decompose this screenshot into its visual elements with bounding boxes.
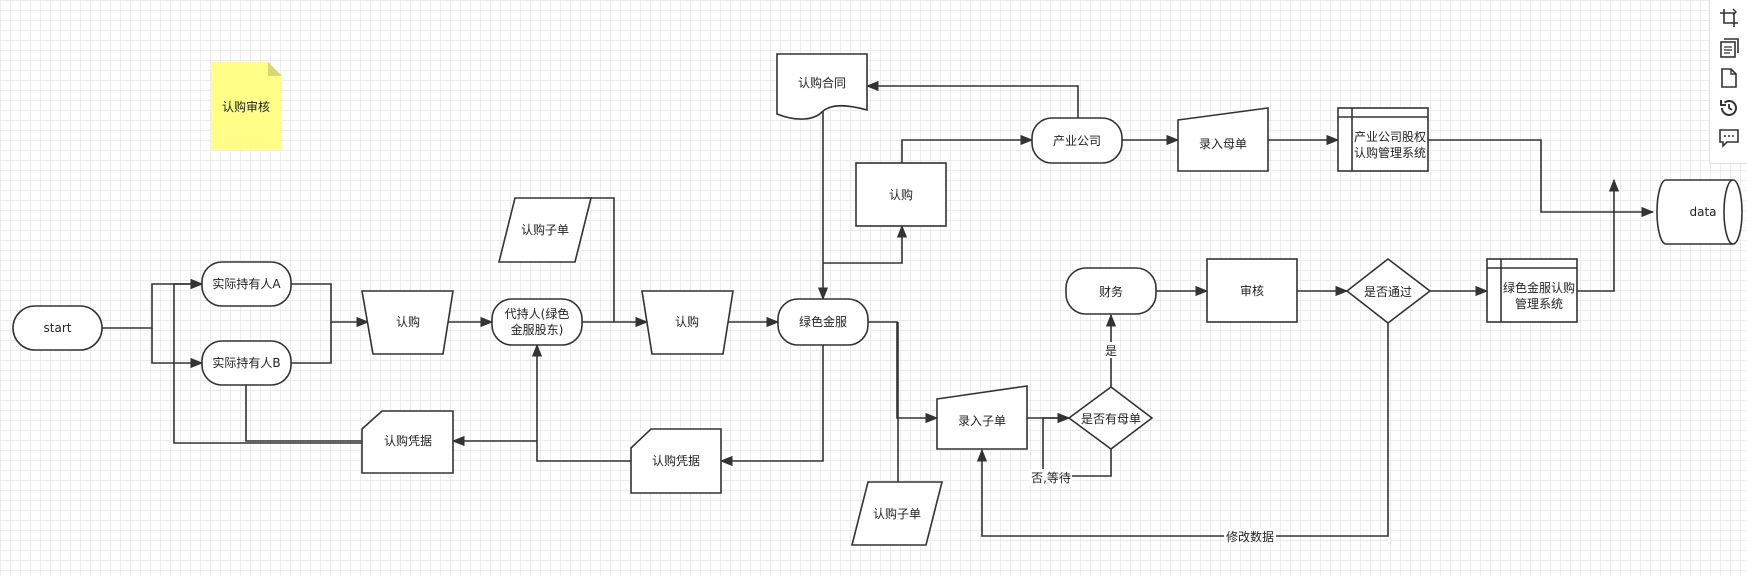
enter-sub-label: 录入子单: [958, 414, 1006, 428]
data-store-label: data: [1689, 205, 1716, 219]
node-contract[interactable]: 认购合同: [776, 53, 868, 120]
finance-label: 财务: [1099, 284, 1123, 299]
copy-pages-icon[interactable]: [1718, 37, 1740, 59]
right-toolbar: [1709, 0, 1747, 164]
review-label: 审核: [1240, 283, 1264, 298]
node-subscribe-3[interactable]: 认购: [855, 162, 947, 227]
contract-label: 认购合同: [798, 75, 846, 90]
edge-voucher-2-to-proxy[interactable]: [531, 343, 631, 462]
node-proxy-holder[interactable]: 代持人(绿色 金服股东): [491, 298, 583, 346]
sub-order-2-label: 认购子单: [873, 506, 921, 521]
node-subscribe-1[interactable]: 认购: [361, 290, 454, 355]
node-data-store[interactable]: data: [1656, 179, 1743, 245]
node-review[interactable]: 审核: [1206, 258, 1298, 323]
edge-label-yes: 是: [1105, 344, 1117, 358]
node-equity-system[interactable]: 产业公司股权 认购管理系统: [1337, 107, 1429, 172]
sticky-note-label: 认购审核: [222, 99, 270, 114]
voucher-1-label: 认购凭据: [384, 433, 432, 448]
edge-green-to-voucher-2[interactable]: [719, 344, 824, 467]
crop-icon[interactable]: [1718, 7, 1740, 29]
edge-company-to-contract[interactable]: [865, 80, 1079, 118]
edge-voucher-1-loop-to-holder-a[interactable]: [173, 278, 362, 444]
equity-system-label-line1: 产业公司股权: [1354, 130, 1426, 144]
node-has-parent-decision[interactable]: 是否有母单: [1067, 386, 1154, 450]
node-sub-order-1[interactable]: 认购子单: [497, 197, 593, 263]
edge-holder-b-to-subscribe[interactable]: [291, 322, 332, 364]
proxy-label-line2: 金服股东): [511, 322, 564, 337]
node-subscribe-2[interactable]: 认购: [641, 290, 734, 355]
holder-b-label: 实际持有人B: [212, 355, 280, 370]
green-service-label: 绿色金服: [799, 314, 847, 329]
node-holder-a[interactable]: 实际持有人A: [201, 261, 292, 307]
passed-label: 是否通过: [1364, 285, 1412, 299]
node-enter-parent[interactable]: 录入母单: [1177, 107, 1269, 172]
comment-icon[interactable]: [1718, 127, 1740, 149]
subscribe-1-label: 认购: [396, 314, 420, 329]
holder-a-label: 实际持有人A: [212, 276, 281, 291]
proxy-label-line1: 代持人(绿色: [505, 306, 570, 321]
history-icon[interactable]: [1718, 97, 1740, 119]
node-passed-decision[interactable]: 是否通过: [1345, 257, 1432, 325]
voucher-2-label: 认购凭据: [652, 453, 700, 468]
edge-green-to-subscribe-3[interactable]: [823, 224, 908, 264]
node-green-system[interactable]: 绿色金服认购 管理系统: [1486, 258, 1578, 323]
edge-passed-modify-to-enter-sub[interactable]: [976, 323, 1389, 537]
node-voucher-2[interactable]: 认购凭据: [630, 428, 722, 494]
subscribe-2-label: 认购: [675, 314, 699, 329]
enter-parent-label: 录入母单: [1199, 137, 1247, 151]
edge-sub-order-to-subscribe-2[interactable]: [585, 197, 615, 322]
node-holder-b[interactable]: 实际持有人B: [201, 340, 292, 386]
industry-company-label: 产业公司: [1053, 134, 1101, 148]
start-terminator[interactable]: start: [12, 305, 103, 351]
edge-holder-a-to-subscribe[interactable]: [291, 283, 370, 328]
edge-label-modify-data: 修改数据: [1226, 529, 1274, 544]
has-parent-label: 是否有母单: [1081, 412, 1141, 426]
edge-start-to-holder-b[interactable]: [151, 328, 204, 369]
edge-subscribe-3-to-company[interactable]: [901, 134, 1034, 163]
node-sub-order-2[interactable]: 认购子单: [850, 481, 944, 546]
node-enter-sub[interactable]: 录入子单: [936, 385, 1028, 450]
edge-green-sys-to-data[interactable]: [1577, 178, 1620, 292]
edge-start-to-holder-a[interactable]: [102, 278, 204, 329]
node-green-service[interactable]: 绿色金服: [777, 298, 869, 346]
subscribe-3-label: 认购: [889, 187, 913, 202]
node-voucher-1[interactable]: 认购凭据: [361, 410, 454, 474]
node-finance[interactable]: 财务: [1065, 267, 1157, 315]
sticky-note[interactable]: 认购审核: [211, 62, 282, 150]
edge-equity-sys-to-data[interactable]: [1428, 139, 1655, 218]
blank-page-icon[interactable]: [1718, 67, 1740, 89]
sub-order-1-label: 认购子单: [521, 222, 569, 237]
green-system-label-line2: 管理系统: [1515, 296, 1563, 311]
green-system-label-line1: 绿色金服认购: [1503, 280, 1575, 295]
node-industry-company[interactable]: 产业公司: [1031, 117, 1123, 164]
edge-label-no-wait: 否,等待: [1031, 471, 1071, 485]
edge-green-to-enter-sub[interactable]: [868, 321, 939, 424]
start-label: start: [44, 321, 72, 335]
equity-system-label-line2: 认购管理系统: [1354, 145, 1426, 160]
